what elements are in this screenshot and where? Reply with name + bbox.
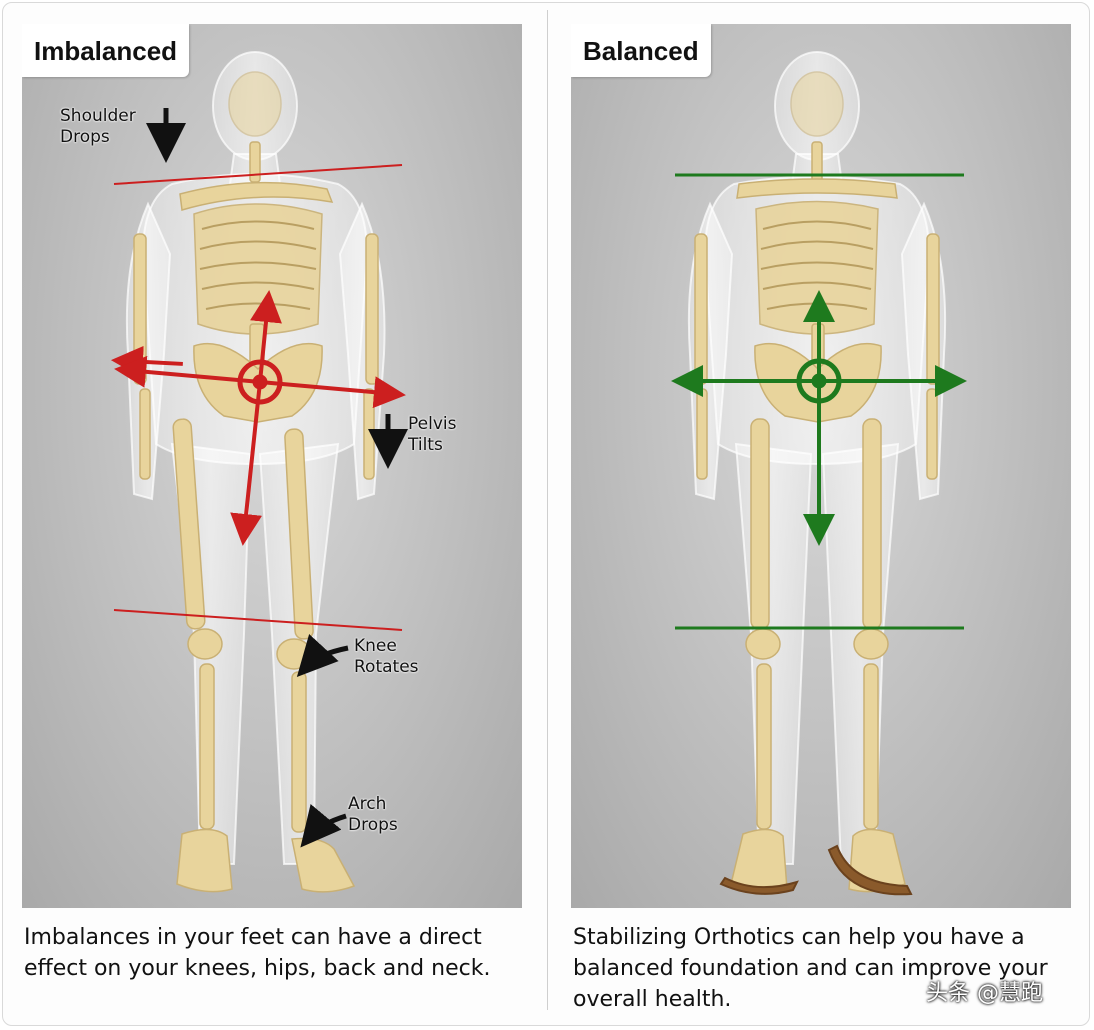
balance-lines	[671, 173, 967, 630]
knee-rotates-label: Knee Rotates	[354, 636, 419, 677]
imbalanced-title: Imbalanced	[22, 24, 190, 77]
imbalanced-figure	[110, 51, 408, 893]
pelvis-tilts-label: Pelvis Tilts	[408, 414, 457, 455]
balanced-caption: Stabilizing Orthotics can help you have …	[573, 925, 1048, 1012]
shoulder-drops-label: Shoulder Drops	[60, 106, 136, 147]
imbalanced-caption: Imbalances in your feet can have a direc…	[24, 925, 491, 981]
imbalanced-panel: Imbalanced Shoulder Drops Pelvis Tilts K…	[22, 24, 522, 908]
balanced-panel: Balanced	[571, 24, 1071, 908]
orthotic-insoles	[719, 844, 913, 896]
arch-drops-label: Arch Drops	[348, 794, 398, 835]
watermark: 头条 @慧跑	[926, 981, 1043, 1006]
panel-divider	[547, 10, 548, 1010]
balanced-title: Balanced	[571, 24, 711, 77]
imbalance-lines	[110, 164, 406, 631]
balanced-figure	[671, 51, 967, 896]
annotation-arrows	[146, 108, 408, 848]
